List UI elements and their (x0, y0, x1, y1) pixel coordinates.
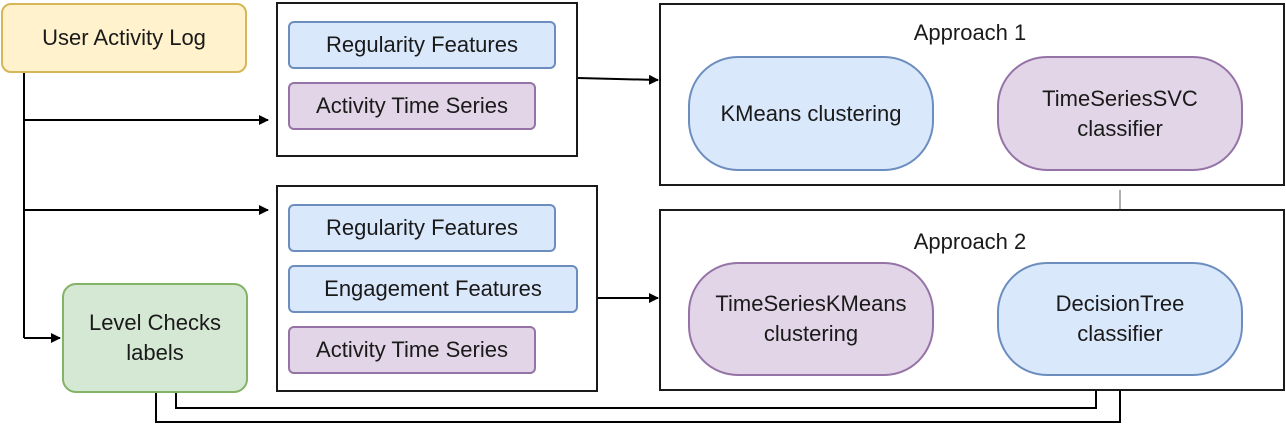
kmeans-clustering-node: KMeans clustering (688, 56, 934, 171)
group1-activity-label: Activity Time Series (316, 93, 508, 118)
level-checks-label-2: labels (126, 340, 184, 365)
tskmeans-label-2: clustering (763, 321, 859, 346)
dtree-label-2: classifier (1077, 321, 1163, 346)
group2-engagement-label: Engagement Features (324, 276, 542, 301)
decision-tree-node: DecisionTree classifier (997, 262, 1243, 376)
approach-1-title: Approach 1 (913, 20, 1027, 45)
group1-regularity-label: Regularity Features (326, 32, 518, 57)
level-checks-node: Level Checks labels (62, 283, 248, 393)
user-activity-log-label: User Activity Log (42, 25, 206, 50)
user-activity-log-node: User Activity Log (1, 3, 247, 73)
group2-regularity-features: Regularity Features (288, 204, 556, 252)
dtree-label-1: DecisionTree (1055, 291, 1185, 316)
group2-engagement-features: Engagement Features (288, 265, 578, 313)
group2-activity-label: Activity Time Series (316, 337, 508, 362)
arrow-group1-to-approach1 (577, 74, 659, 85)
arrow-levelchecks-to-svc (155, 375, 1121, 423)
kmeans-label: KMeans clustering (720, 100, 902, 126)
level-checks-label-1: Level Checks (88, 310, 222, 335)
svc-label-2: classifier (1077, 115, 1163, 141)
timeseries-kmeans-node: TimeSeriesKMeans clustering (688, 262, 934, 376)
svc-label-1: TimeSeriesSVC (1042, 85, 1198, 111)
group2-regularity-label: Regularity Features (326, 215, 518, 240)
group1-activity-time-series: Activity Time Series (288, 82, 536, 130)
approach-2-title: Approach 2 (913, 229, 1027, 254)
group1-regularity-features: Regularity Features (288, 21, 556, 69)
tskmeans-label-1: TimeSeriesKMeans (715, 291, 907, 316)
timeseries-svc-node: TimeSeriesSVC classifier (997, 56, 1243, 171)
group2-activity-time-series: Activity Time Series (288, 326, 536, 374)
